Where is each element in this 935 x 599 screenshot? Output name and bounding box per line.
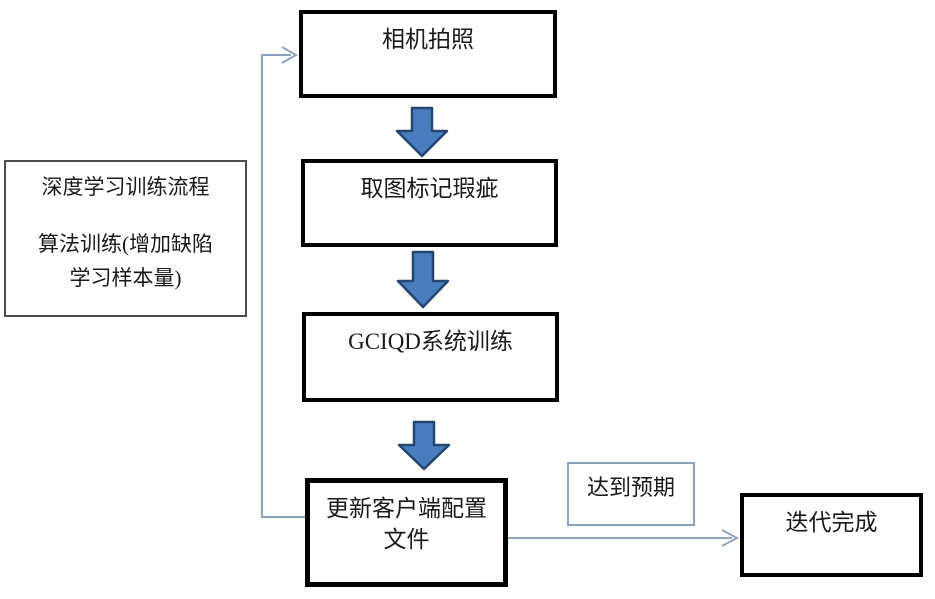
condition-label: 达到预期 — [586, 475, 675, 500]
condition-label-box: 达到预期 — [567, 462, 695, 526]
down-block-arrow-3 — [397, 420, 451, 471]
down-block-arrow-1 — [395, 106, 449, 158]
node-update-config-label-line2: 文件 — [383, 527, 430, 553]
node-gciqd-training-label: GCIQD系统训练 — [348, 329, 513, 354]
down-block-arrow-2 — [396, 250, 450, 309]
loop-connector-line — [261, 54, 305, 518]
result-connector-arrowhead — [721, 529, 740, 547]
side-note-title: 深度学习训练流程 — [41, 175, 210, 199]
node-update-config-label-line1: 更新客户端配置 — [326, 496, 487, 521]
node-done: 迭代完成 — [740, 493, 923, 577]
node-camera: 相机拍照 — [299, 10, 557, 98]
side-note-body-line2: 学习样本量) — [69, 266, 182, 291]
node-gciqd-training: GCIQD系统训练 — [302, 312, 559, 402]
node-mark-defects-label: 取图标记瑕疵 — [360, 176, 499, 201]
node-done-label: 迭代完成 — [785, 510, 878, 535]
side-note-box: 深度学习训练流程 算法训练(增加缺陷 学习样本量) — [4, 160, 247, 317]
node-camera-label: 相机拍照 — [382, 27, 474, 52]
node-update-config: 更新客户端配置 文件 — [305, 478, 508, 587]
loop-connector-arrowhead — [281, 46, 299, 64]
side-note-body-line1: 算法训练(增加缺陷 — [38, 232, 213, 257]
node-mark-defects: 取图标记瑕疵 — [301, 159, 558, 247]
